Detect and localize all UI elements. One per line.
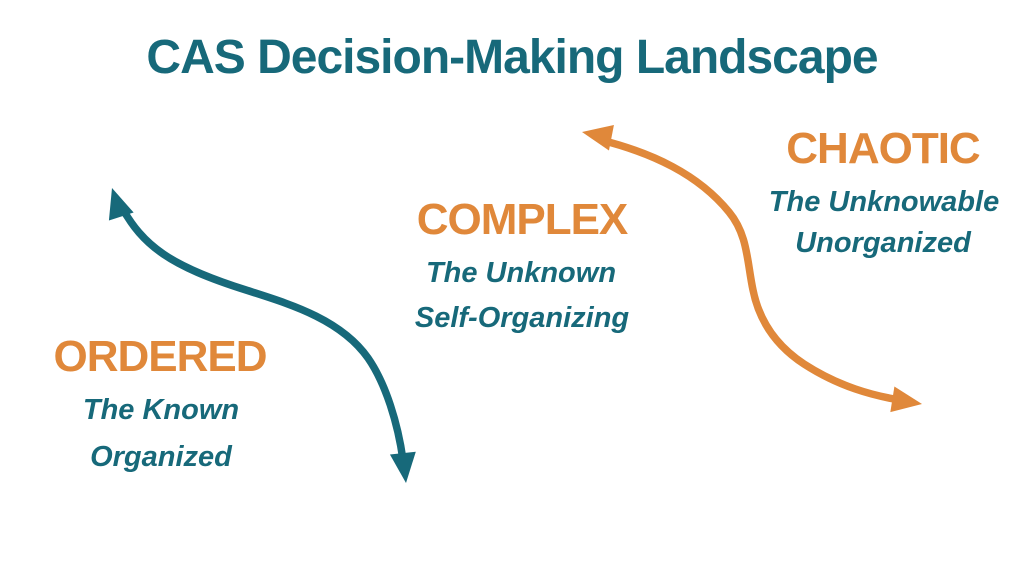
orange-arrowhead-left-icon (582, 124, 614, 151)
teal-arrowhead-down-icon (389, 451, 416, 483)
region-ordered-label: ORDERED (53, 332, 267, 381)
region-chaotic-subtitle-2: Unorganized (795, 227, 971, 259)
teal-boundary-arrow (108, 188, 416, 483)
page-title: CAS Decision-Making Landscape (146, 31, 878, 84)
region-chaotic-label: CHAOTIC (786, 124, 980, 173)
region-ordered-subtitle-2: Organized (90, 441, 232, 473)
region-complex-label: COMPLEX (416, 195, 629, 244)
teal-arrowhead-up-icon (108, 188, 134, 221)
region-complex-subtitle-2: Self-Organizing (414, 302, 630, 334)
region-ordered-subtitle-1: The Known (82, 394, 240, 426)
teal-arrow-shaft (117, 202, 407, 464)
region-chaotic-subtitle-1: The Unknowable (768, 186, 1000, 218)
region-complex-subtitle-1: The Unknown (425, 257, 617, 289)
orange-boundary-arrow (582, 124, 922, 413)
orange-arrowhead-right-icon (890, 386, 922, 413)
orange-arrow-shaft (597, 136, 910, 405)
